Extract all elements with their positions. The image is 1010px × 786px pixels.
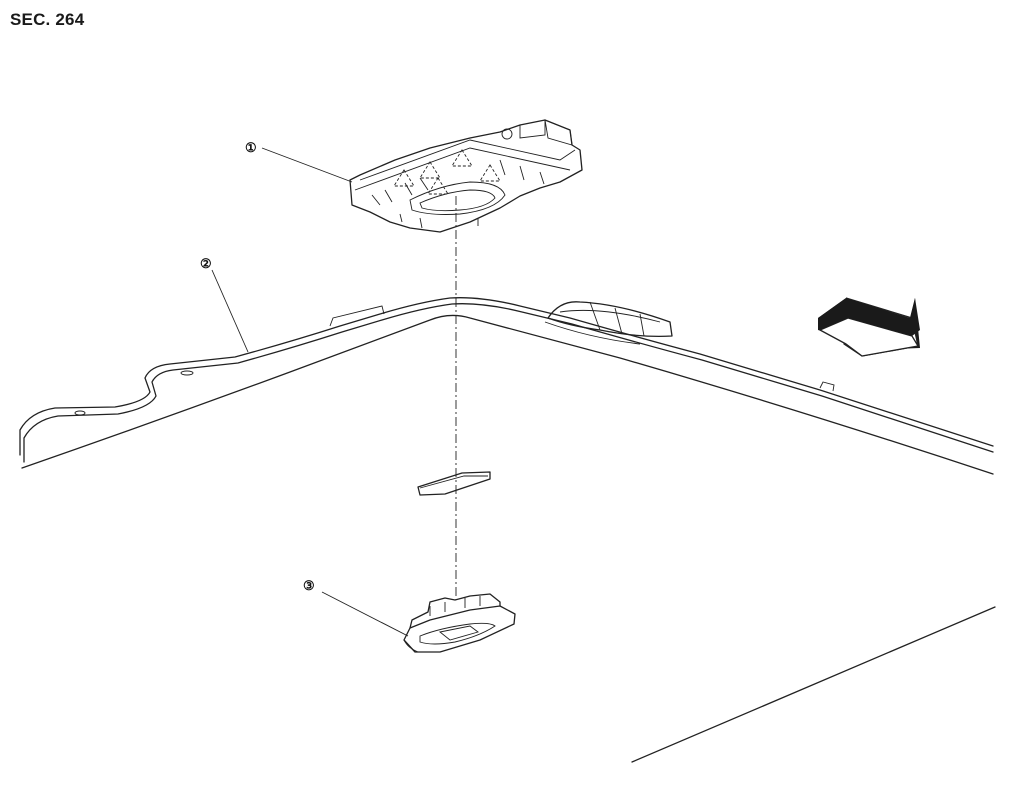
section-label: SEC. 264 xyxy=(10,10,85,29)
roof-lining xyxy=(19,297,996,763)
callout-1-leader xyxy=(261,147,353,183)
front-direction-arrow xyxy=(818,297,920,357)
map-lamp-bracket xyxy=(349,119,583,233)
callout-2-leader xyxy=(211,269,249,353)
map-lamp xyxy=(403,593,516,653)
callout-1: ① xyxy=(245,140,257,155)
callout-3: ③ xyxy=(303,578,315,593)
callout-2: ② xyxy=(200,256,212,271)
callout-3-leader xyxy=(321,591,409,637)
